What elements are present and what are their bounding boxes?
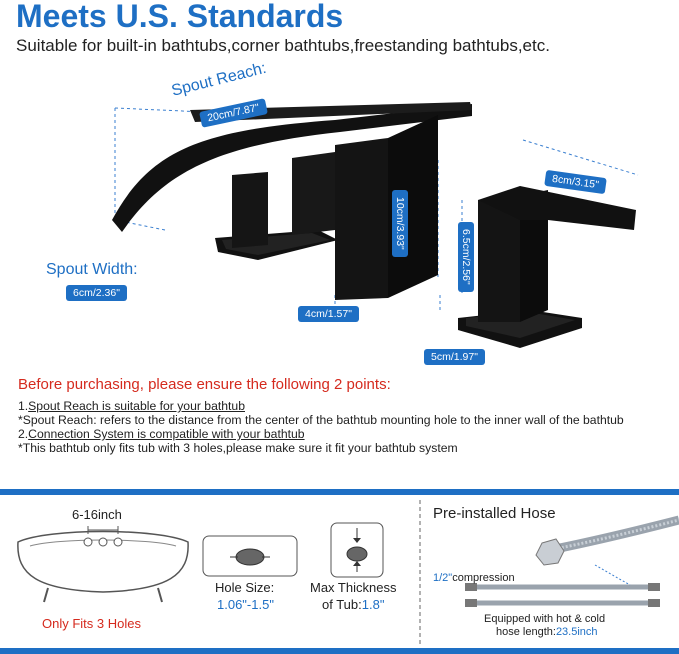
body-width-value: 4cm/1.57" <box>298 306 359 322</box>
divider-top <box>0 489 679 495</box>
warning-heading: Before purchasing, please ensure the fol… <box>18 376 391 393</box>
tub-caption: Only Fits 3 Holes <box>42 616 141 631</box>
faucet-body <box>335 138 388 300</box>
thickness-value: 1.8" <box>361 597 385 612</box>
point-2: 2.Connection System is compatible with y… <box>18 427 305 441</box>
faucet-illustration <box>112 102 639 348</box>
hose-compression: 1/2"compression <box>433 572 515 584</box>
purchase-notes: Before purchasing, please ensure the fol… <box>18 376 668 455</box>
hole-spacing-label: 6-16inch <box>72 507 122 522</box>
handle-base-value: 5cm/1.97" <box>424 349 485 365</box>
page-title: Meets U.S. Standards <box>16 0 344 34</box>
body-height-value: 10cm/3.93" <box>392 190 408 257</box>
point-1: 1.Spout Reach is suitable for your batht… <box>18 399 245 413</box>
thickness-label: Max Thickness <box>310 580 397 595</box>
spout-riser <box>232 172 268 248</box>
hose-title: Pre-installed Hose <box>433 505 556 522</box>
divider-bottom <box>0 648 679 654</box>
spout-width-label: Spout Width: <box>46 261 138 278</box>
thickness-label-2: of Tub: <box>322 597 362 612</box>
hose-desc-1: Equipped with hot & cold <box>484 613 606 625</box>
hole-size-label: Hole Size: <box>215 580 275 595</box>
point-2-detail: *This bathtub only fits tub with 3 holes… <box>18 441 458 455</box>
hose-illustration <box>465 515 679 607</box>
bathtub-icon <box>17 526 189 603</box>
hose-desc-2: hose length:23.5inch <box>496 626 598 638</box>
thickness-icon <box>330 522 384 578</box>
section-separator <box>419 500 421 644</box>
handle-lever <box>478 186 636 230</box>
handle-body <box>478 196 520 322</box>
handle-height-value: 6.5cm/2.56" <box>458 222 474 292</box>
hole-size-icon <box>202 535 298 577</box>
spout-width-value: 6cm/2.36" <box>66 285 127 301</box>
point-1-detail: *Spout Reach: refers to the distance fro… <box>18 413 624 427</box>
page-subtitle: Suitable for built-in bathtubs,corner ba… <box>16 36 550 55</box>
hole-size-value: 1.06"-1.5" <box>217 597 274 612</box>
